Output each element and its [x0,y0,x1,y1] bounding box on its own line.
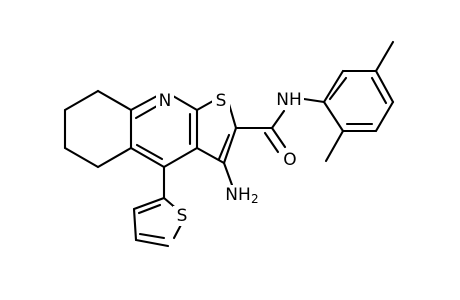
thienyl-s-text: S [177,206,188,226]
bond-ar3-ar4 [374,69,395,104]
amide-nh-text: NH [276,90,302,110]
atom-label-amide-o: O [281,150,299,170]
bond-ar1-ar2 [322,69,345,104]
atom-label-quinoline-n: N [156,91,174,111]
bond-carbonyl-o-double [263,131,280,154]
bond-ch2-ch2-bottom [63,146,100,169]
bond-s-c2 [227,102,238,130]
bond-c8a-n [129,94,159,112]
atom-label-amino-nh2: NH 2 [221,185,263,207]
bond-c2-c3 [222,126,238,165]
amino-nh-text: NH [225,185,251,205]
bond-carbonyl-o [270,126,287,149]
amide-o-text: O [283,150,296,170]
bond-n-c9a [171,94,199,112]
bond-ar3-ar4-double [370,76,388,105]
bond-th3-th4 [132,207,138,242]
quinoline-n-text: N [159,91,172,111]
bond-c4-c4a-double [135,143,164,161]
bond-c4-c4a [129,146,166,169]
bond-c2-c3-double [217,133,231,161]
bond-c9a-s [195,99,215,112]
bond-c3-c3a [195,146,226,165]
bond-ar6-ar1 [322,100,345,133]
pyridine-ring [129,94,199,169]
carboxamide-group [234,97,326,154]
bond-th4-th5-double [138,232,166,240]
bond-c8a-n-double [134,104,159,120]
fused-thiophene-s-text: S [216,91,227,111]
dimethylphenyl-ring [322,40,395,163]
bond-th2-th3 [132,196,166,211]
atom-label-amide-nh: NH [274,90,304,110]
bond-ch2-c8a [96,89,133,112]
bond-ch2-ch2-top [63,89,100,112]
cyclohexane-ring [63,89,133,169]
bond-carbonyl-nh [270,109,286,130]
bond-nh-aryl [302,97,326,104]
bond-c3a-c4 [162,146,199,169]
amino-subscript-2: 2 [251,192,259,206]
bond-c3-amino [222,161,234,187]
fused-thiophene-ring [195,99,238,165]
bond-methyl-top [374,40,395,73]
bond-methyl-ortho [324,129,345,163]
bond-ar4-ar5 [374,100,395,133]
bond-ch2-c4a [96,146,133,169]
bond-th2-th3-double [137,203,162,215]
bond-th4-th5 [134,238,170,248]
bond-ar1-ar2-double [328,76,348,101]
atom-label-thienyl-s: S [173,206,191,226]
atom-label-fused-thiophene-s: S [212,91,230,111]
